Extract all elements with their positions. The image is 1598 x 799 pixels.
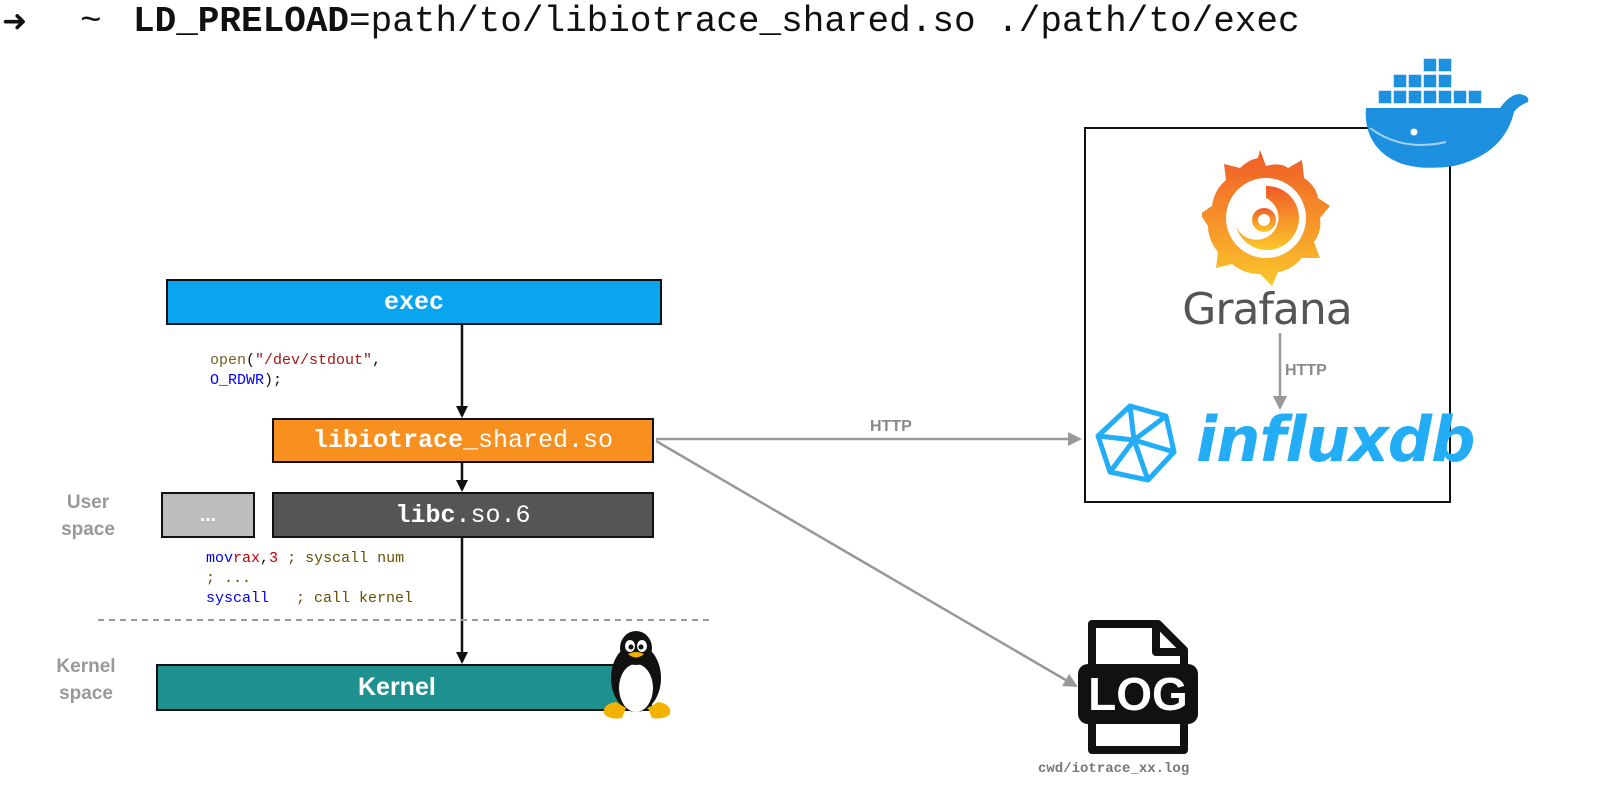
influxdb-label: influxdb [1196,403,1476,476]
docker-icon [1365,57,1529,168]
log-badge-text: LOG [1088,668,1188,720]
influxdb-icon [1095,403,1177,483]
other-libs-box: ... [161,492,255,538]
libiotrace-label-bold: libiotrace [312,426,463,455]
exec-label: exec [383,287,444,317]
asm-code: movrax,3 ; syscall num ; ... syscall ; c… [206,550,414,607]
user-space-label: User space [61,492,115,540]
env-var: LD_PRELOAD [133,1,350,42]
prompt-tilde: ~ [80,1,102,42]
kernel-box: Kernel [156,664,652,711]
libiotrace-label-rest: _shared.so [463,426,614,455]
kernel-space-label: Kernel space [56,656,116,704]
arrow-libiotrace-to-log [655,439,1078,688]
grafana-label: Grafana [1182,284,1352,335]
libc-label-bold: libc [395,500,456,530]
exec-box: exec [166,279,662,325]
libc-box: libc.so.6 [272,492,654,538]
grafana-icon [1202,150,1330,286]
docker-container-box [1084,127,1451,503]
other-libs-label: ... [199,503,217,526]
kernel-label: Kernel [358,673,436,701]
command-line: ➜ ~ LD_PRELOAD=path/to/libiotrace_shared… [0,0,1598,46]
prompt-arrow-icon: ➜ [2,4,28,39]
tux-icon [603,631,671,719]
libiotrace-box: libiotrace_shared.so [272,418,654,463]
http-label-inner: HTTP [1285,362,1327,379]
http-label-main: HTTP [870,418,912,435]
log-path-label: cwd/iotrace_xx.log [1038,761,1190,777]
log-file-icon: LOG [1078,620,1198,754]
command-rest: =path/to/libiotrace_shared.so ./path/to/… [349,1,1300,42]
command-text: LD_PRELOAD=path/to/libiotrace_shared.so … [133,0,1300,44]
open-call-code: open("/dev/stdout", O_RDWR); [210,352,382,389]
libc-label-rest: .so.6 [455,500,531,530]
